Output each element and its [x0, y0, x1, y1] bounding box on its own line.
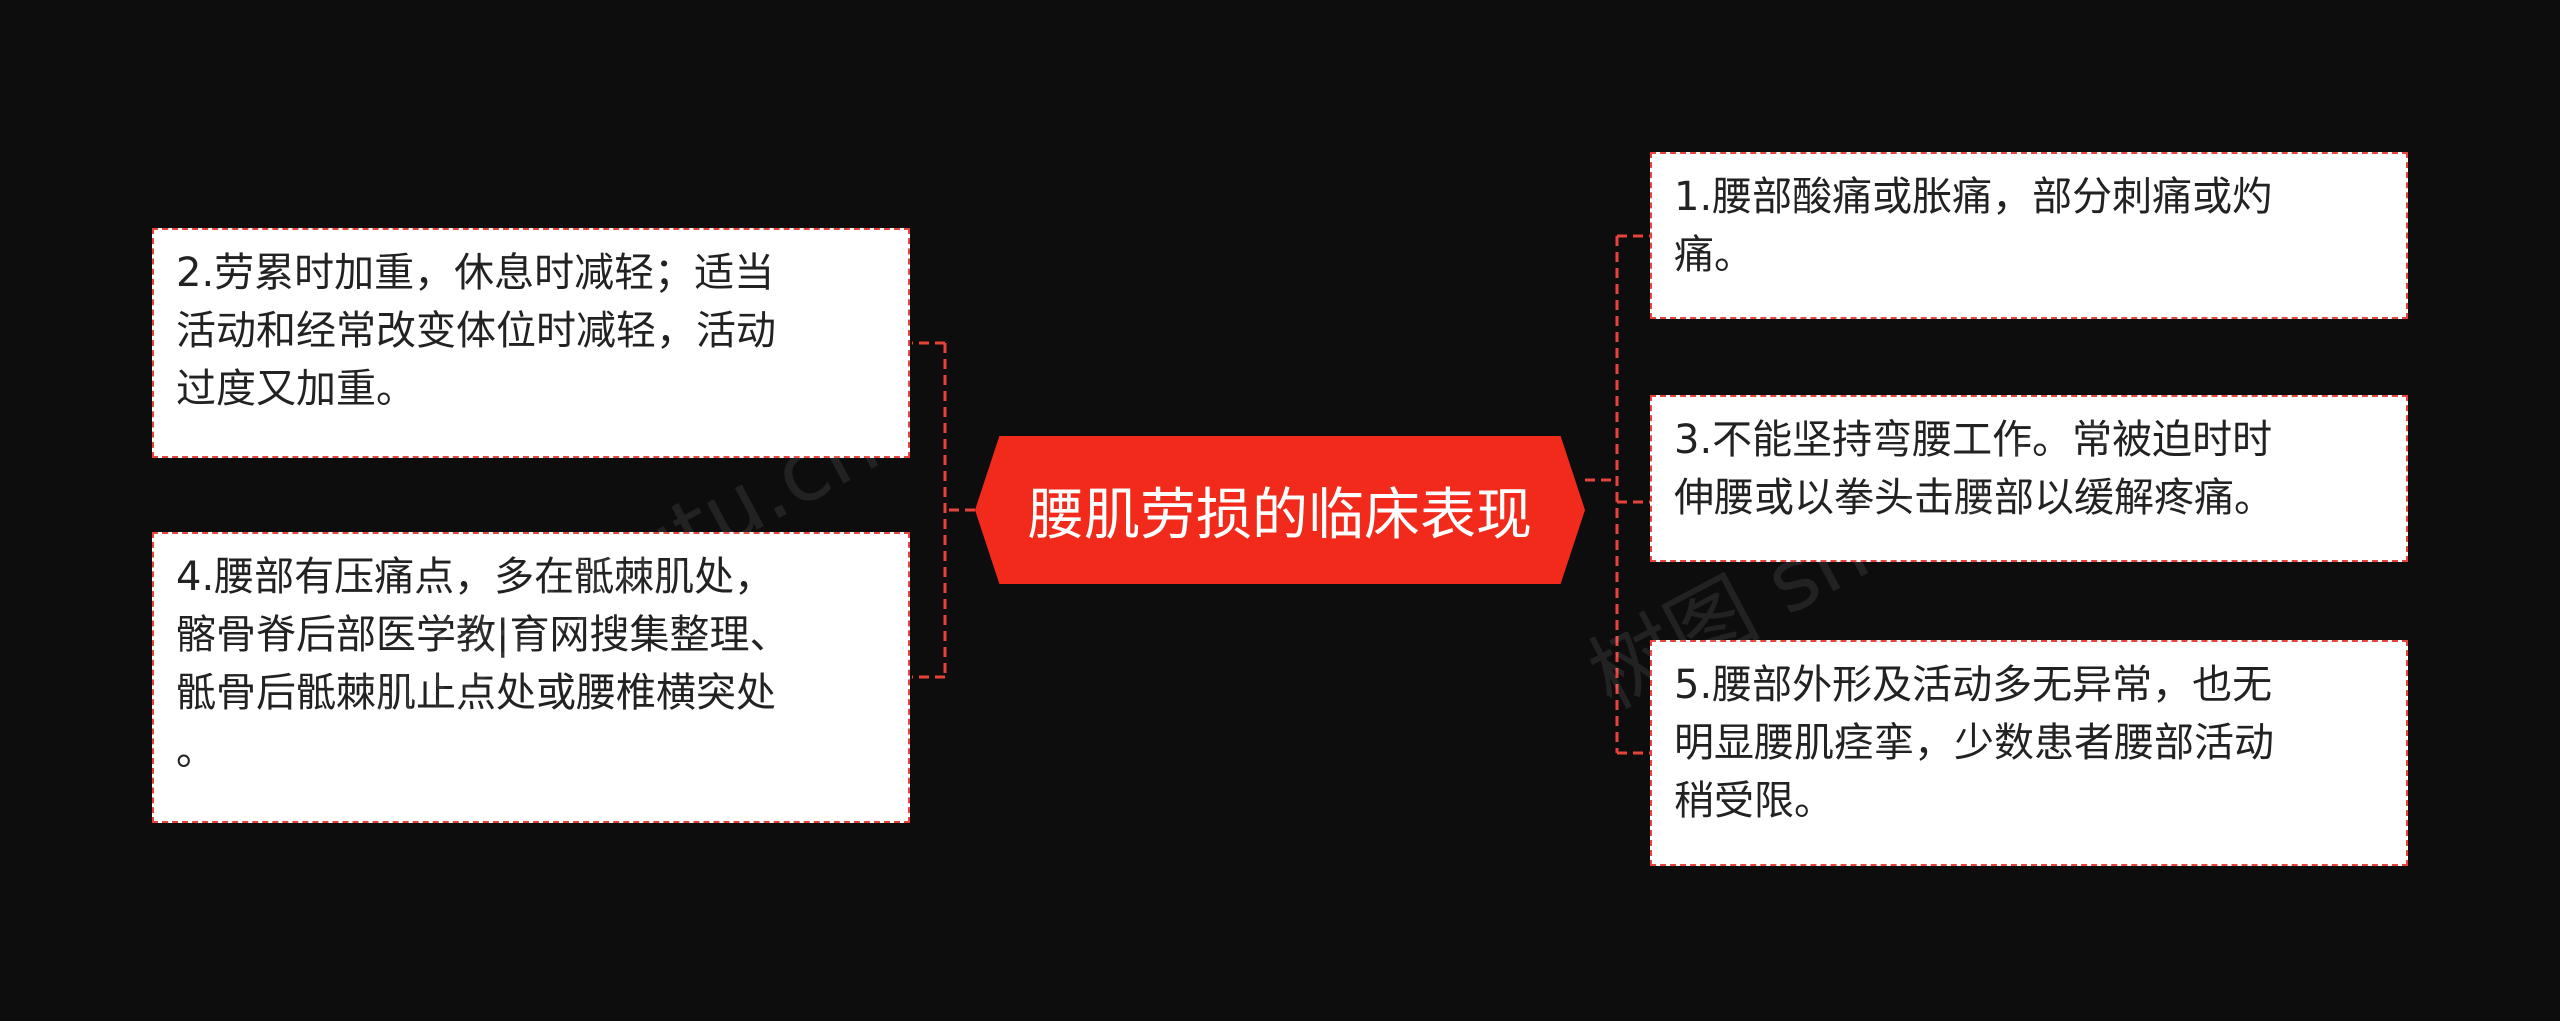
node-3[interactable]: 3.不能坚持弯腰工作。常被迫时时 伸腰或以拳头击腰部以缓解疼痛。: [1650, 395, 2408, 562]
node-4[interactable]: 4.腰部有压痛点，多在骶棘肌处， 髂骨脊后部医学教|育网搜集整理、 骶骨后骶棘肌…: [152, 532, 910, 823]
node-1[interactable]: 1.腰部酸痛或胀痛，部分刺痛或灼 痛。: [1650, 152, 2408, 319]
node-5[interactable]: 5.腰部外形及活动多无异常，也无 明显腰肌痉挛，少数患者腰部活动 稍受限。: [1650, 640, 2408, 866]
center-topic-label: 腰肌劳损的临床表现: [1028, 482, 1532, 548]
node-2[interactable]: 2.劳累时加重，休息时减轻；适当 活动和经常改变体位时减轻，活动 过度又加重。: [152, 228, 910, 458]
center-topic[interactable]: 腰肌劳损的临床表现: [975, 436, 1585, 584]
